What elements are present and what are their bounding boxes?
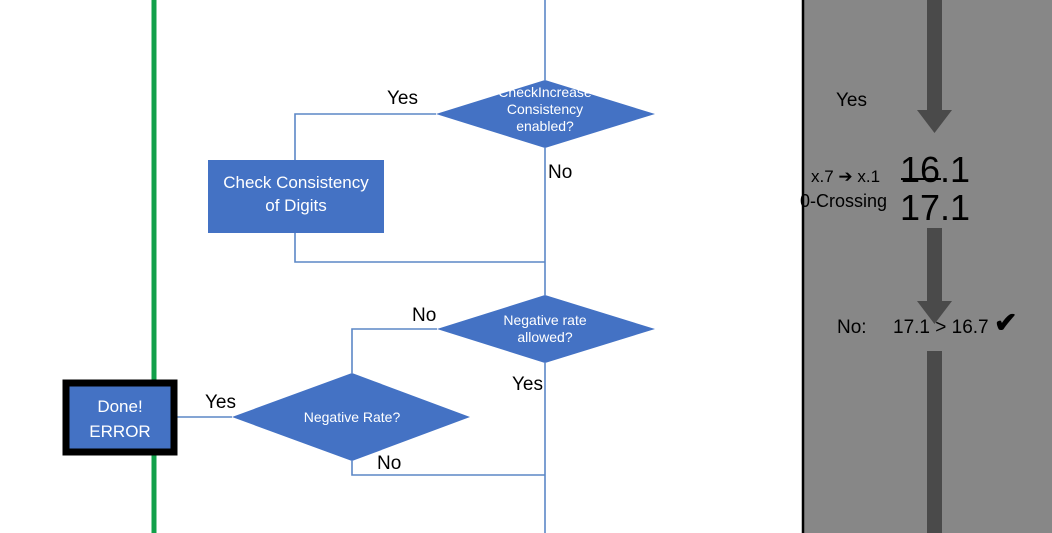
panel-row2-label: 0-Crossing	[800, 191, 888, 211]
node-negative-rate-allowed[interactable]	[437, 295, 655, 363]
panel-arrow-shaft-top	[927, 0, 942, 110]
panel-arrow-head-top	[917, 110, 952, 133]
edge-label-negative-allowed-yes: Yes	[512, 374, 543, 395]
panel-arrow-head-middle	[917, 301, 952, 324]
node-checkincrease-consistency[interactable]	[436, 80, 655, 148]
panel-row1-label: x.7 ➔ x.1	[811, 167, 881, 186]
check-mark-icon: ✔	[994, 307, 1018, 338]
connector-negative-rate-no	[351, 461, 545, 476]
node-negative-rate[interactable]	[232, 373, 470, 461]
panel-value-struck: 16.1	[900, 149, 971, 190]
edge-label-negative-allowed-no: No	[412, 305, 437, 326]
edge-label-checkincrease-yes: Yes	[387, 88, 418, 109]
node-done-error[interactable]	[62, 379, 178, 456]
connector-checkconsistency-rejoin	[294, 233, 545, 263]
connector-checkincrease-yes	[294, 113, 436, 160]
panel-arrow-shaft-bottom	[927, 351, 942, 533]
panel-value-current: 17.1	[900, 187, 971, 228]
panel-top-label: Yes	[836, 90, 867, 111]
panel-value-strikethrough	[901, 178, 941, 180]
connector-negative-allowed-no	[351, 328, 437, 373]
panel-comparison-expression: 17.1 > 16.7	[893, 317, 989, 338]
panel-arrow-shaft-middle	[927, 228, 942, 301]
edge-label-negative-rate-yes: Yes	[205, 392, 236, 413]
edge-label-checkincrease-no: No	[548, 162, 573, 183]
panel-comparison-prefix: No:	[837, 317, 867, 338]
edge-label-negative-rate-no: No	[377, 453, 402, 474]
node-check-consistency-of-digits[interactable]	[208, 160, 384, 233]
